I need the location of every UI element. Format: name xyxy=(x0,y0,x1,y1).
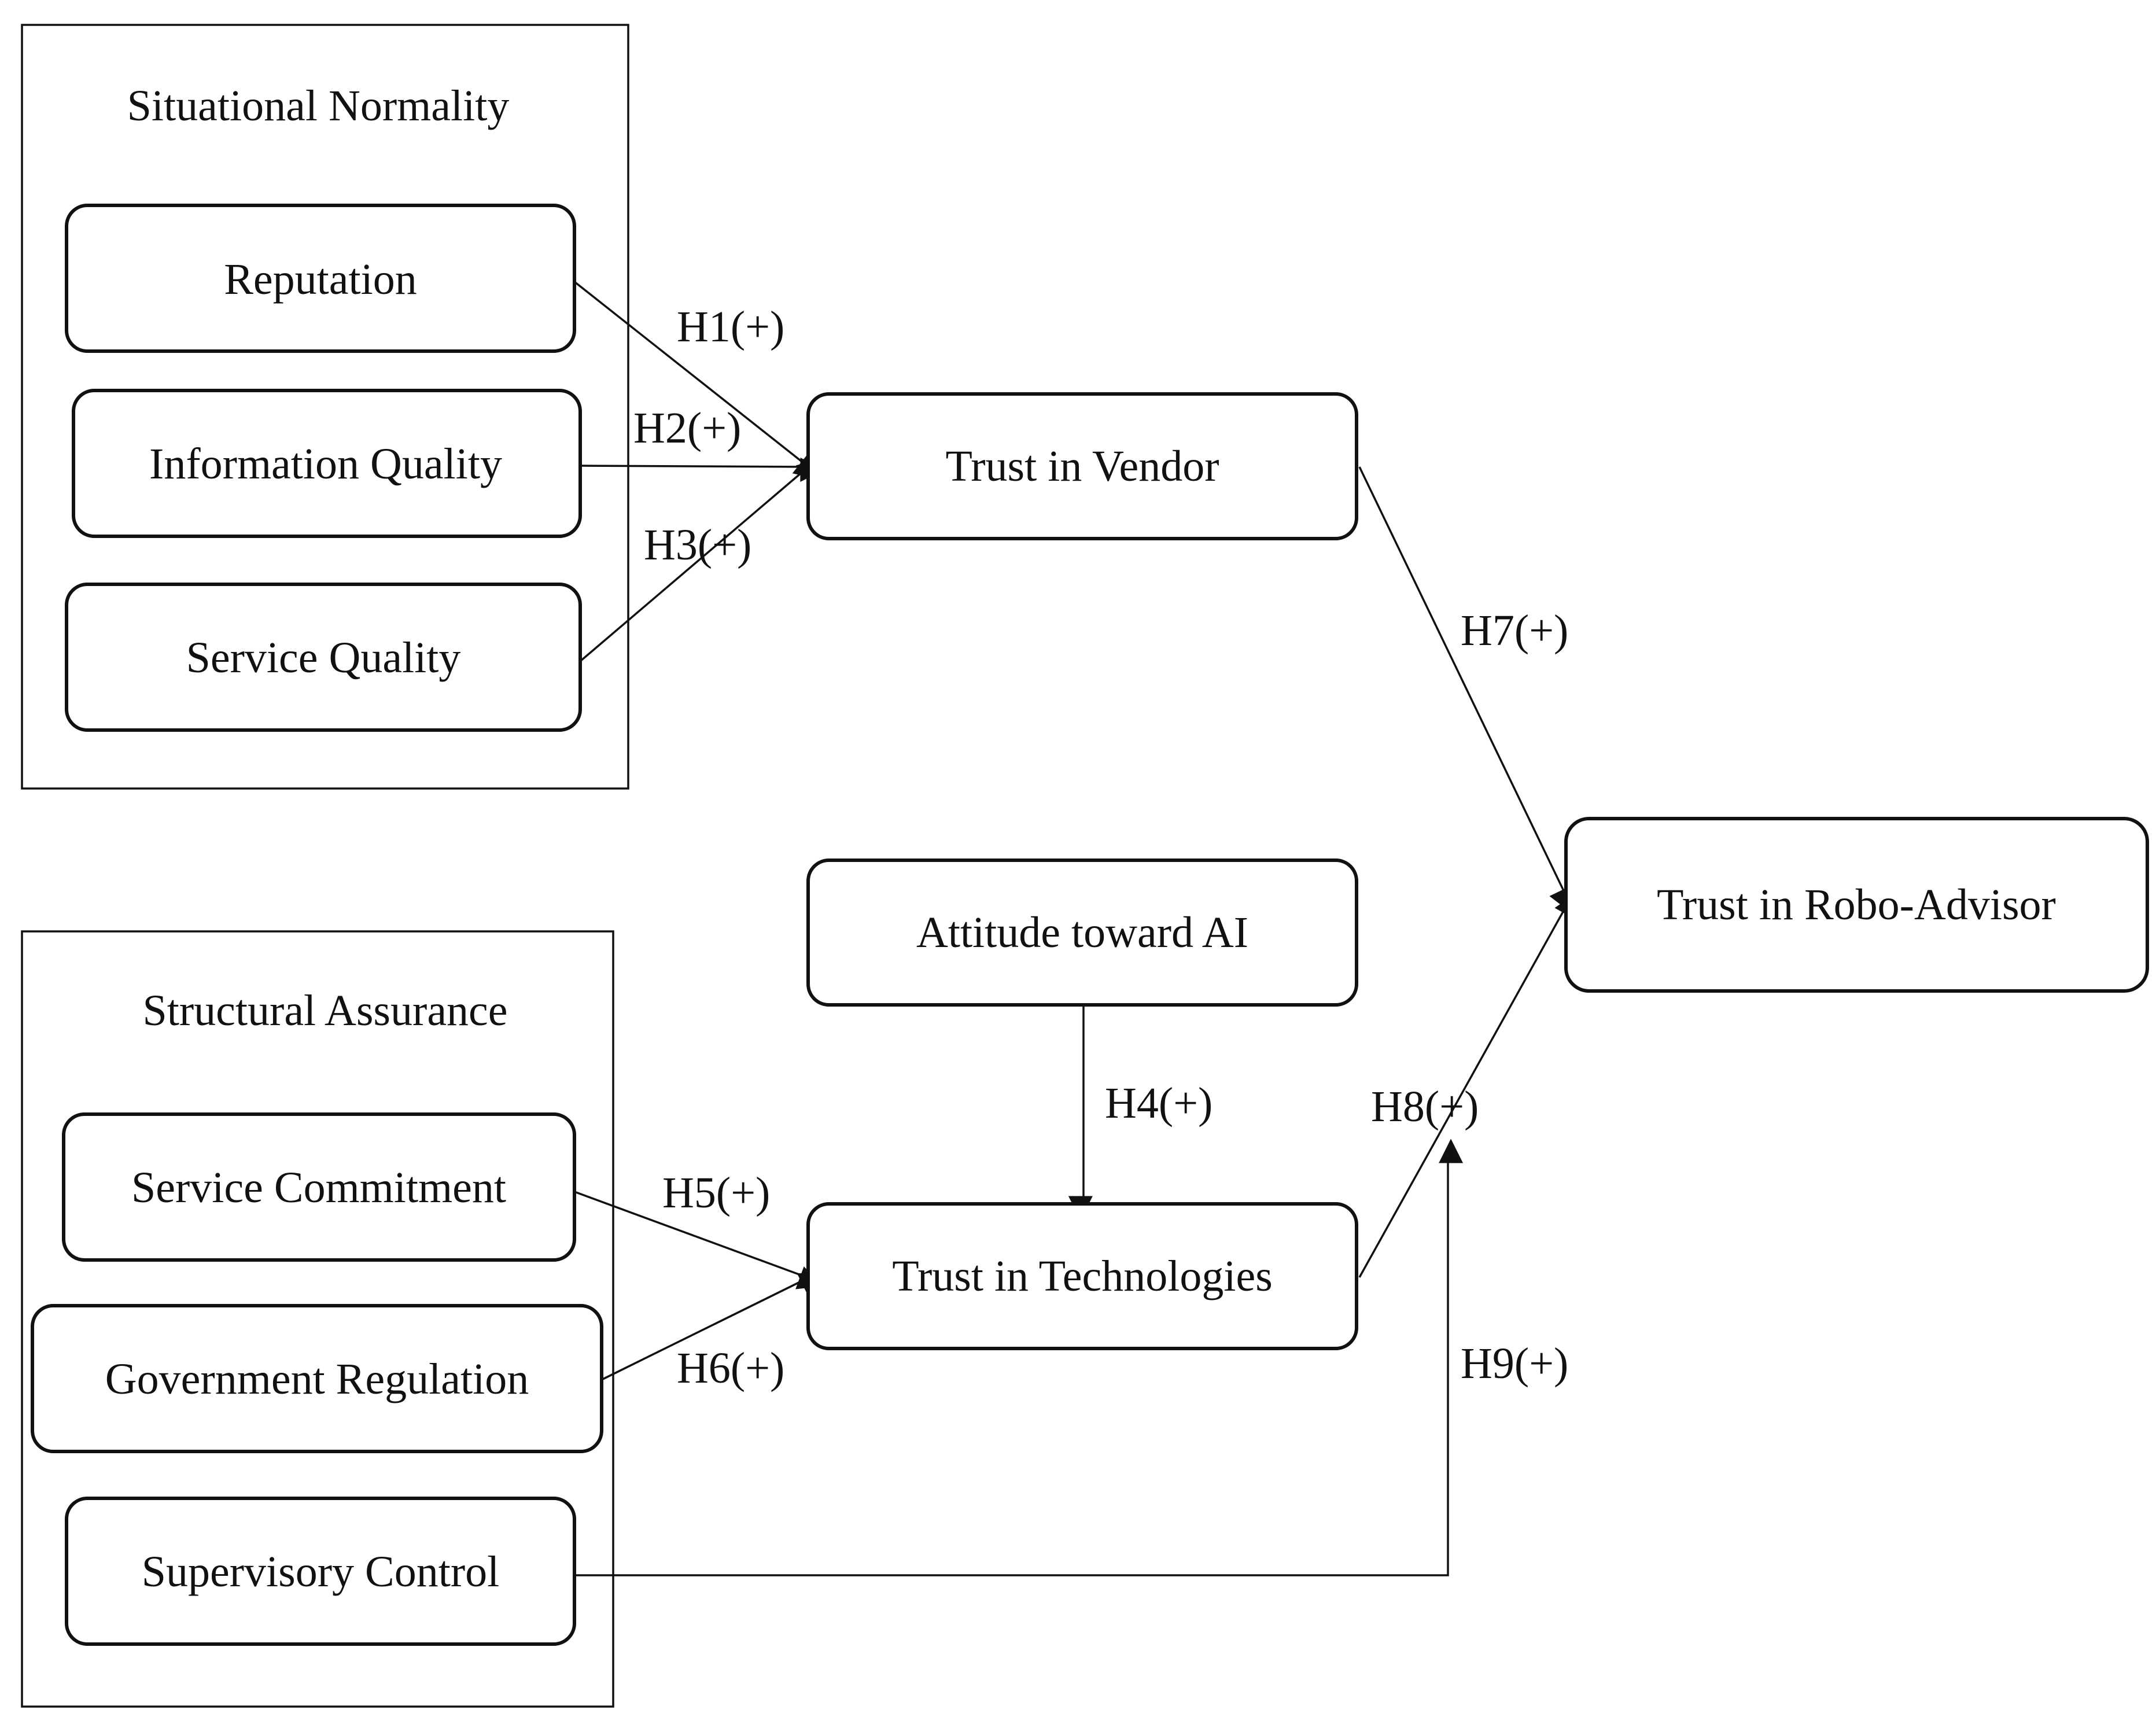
node-supervisory-control: Supervisory Control xyxy=(65,1497,576,1646)
edge-h3 xyxy=(579,459,823,662)
edges xyxy=(573,281,1578,1576)
label-h5: H5(+) xyxy=(662,1169,770,1217)
label-h2: H2(+) xyxy=(633,404,741,452)
node-label-reputation: Reputation xyxy=(224,255,417,304)
node-label-trust-in-robo-advisor: Trust in Robo-Advisor xyxy=(1657,880,2056,929)
group-structural-assurance: Structural Assurance xyxy=(21,930,614,1708)
label-h8: H8(+) xyxy=(1371,1082,1479,1131)
node-label-service-quality: Service Quality xyxy=(186,633,461,682)
node-information-quality: Information Quality xyxy=(72,389,582,538)
node-service-quality: Service Quality xyxy=(65,583,582,732)
group-situational-normality: Situational Normality xyxy=(21,24,629,790)
node-label-service-commitment: Service Commitment xyxy=(131,1163,506,1212)
group-title-structural-assurance: Structural Assurance xyxy=(142,986,507,1035)
node-reputation: Reputation xyxy=(65,204,576,353)
node-trust-in-vendor: Trust in Vendor xyxy=(806,392,1358,540)
node-service-commitment: Service Commitment xyxy=(62,1112,576,1262)
node-attitude-toward-ai: Attitude toward AI xyxy=(806,859,1358,1007)
node-label-government-regulation: Government Regulation xyxy=(105,1355,529,1403)
edge-h9 xyxy=(574,1138,1464,1576)
node-label-information-quality: Information Quality xyxy=(149,440,502,488)
label-h9: H9(+) xyxy=(1461,1339,1568,1388)
label-h4: H4(+) xyxy=(1105,1079,1212,1128)
node-label-attitude-toward-ai: Attitude toward AI xyxy=(916,908,1248,957)
label-h7: H7(+) xyxy=(1461,606,1568,655)
edge-h6 xyxy=(601,1273,824,1381)
group-title-situational-normality: Situational Normality xyxy=(127,82,510,130)
edge-h2 xyxy=(580,458,825,482)
label-h6: H6(+) xyxy=(677,1344,784,1392)
node-government-regulation: Government Regulation xyxy=(31,1304,603,1453)
node-label-supervisory-control: Supervisory Control xyxy=(142,1547,500,1596)
hypothesis-labels: H1(+) H2(+) H3(+) H4(+) H5(+) H6(+) H7(+… xyxy=(633,303,1568,1392)
node-label-trust-in-technologies: Trust in Technologies xyxy=(892,1252,1273,1300)
edge-h1 xyxy=(573,281,819,479)
edge-h5 xyxy=(574,1191,823,1289)
node-trust-in-technologies: Trust in Technologies xyxy=(806,1202,1358,1350)
label-h1: H1(+) xyxy=(677,303,784,351)
node-trust-in-robo-advisor: Trust in Robo-Advisor xyxy=(1564,817,2149,993)
label-h3: H3(+) xyxy=(644,521,751,569)
node-label-trust-in-vendor: Trust in Vendor xyxy=(946,442,1219,491)
edge-h8 xyxy=(1358,892,1578,1278)
edge-h7 xyxy=(1358,466,1572,913)
